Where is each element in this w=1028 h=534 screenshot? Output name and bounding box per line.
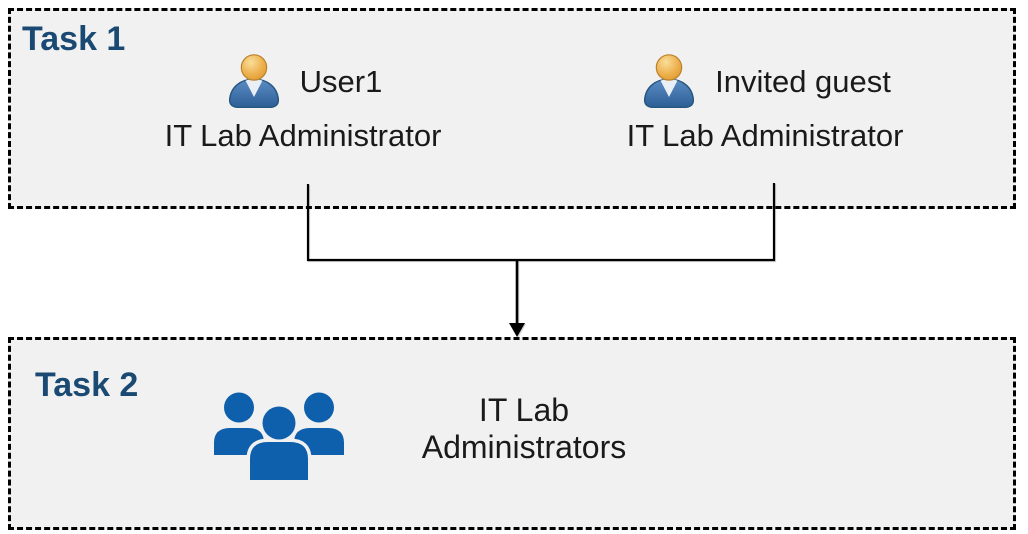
person-icon: [224, 51, 284, 113]
user-name: User1: [299, 64, 383, 100]
user-role: IT Lab Administrator: [164, 118, 442, 153]
task2-box: [8, 337, 1016, 530]
group-icon-back-figures: [214, 392, 344, 455]
task2-label: Task 2: [35, 366, 139, 404]
group-icon: [211, 391, 347, 484]
user-name: Invited guest: [715, 64, 891, 100]
task1-label: Task 1: [22, 20, 126, 58]
user-card-invited-guest: Invited guest IT Lab Administrator: [560, 50, 970, 154]
arrowhead-icon: [509, 323, 525, 337]
user-card-user1: User1 IT Lab Administrator: [98, 50, 508, 154]
group-name-line1: IT Lab: [478, 392, 570, 428]
group-name-line2: Administrators: [421, 429, 627, 465]
user-role: IT Lab Administrator: [626, 118, 904, 153]
group-icon-front-figure: [250, 406, 308, 480]
group-name: IT Lab Administrators: [394, 392, 654, 466]
task1-box: [8, 8, 1016, 209]
person-icon: [639, 51, 699, 113]
